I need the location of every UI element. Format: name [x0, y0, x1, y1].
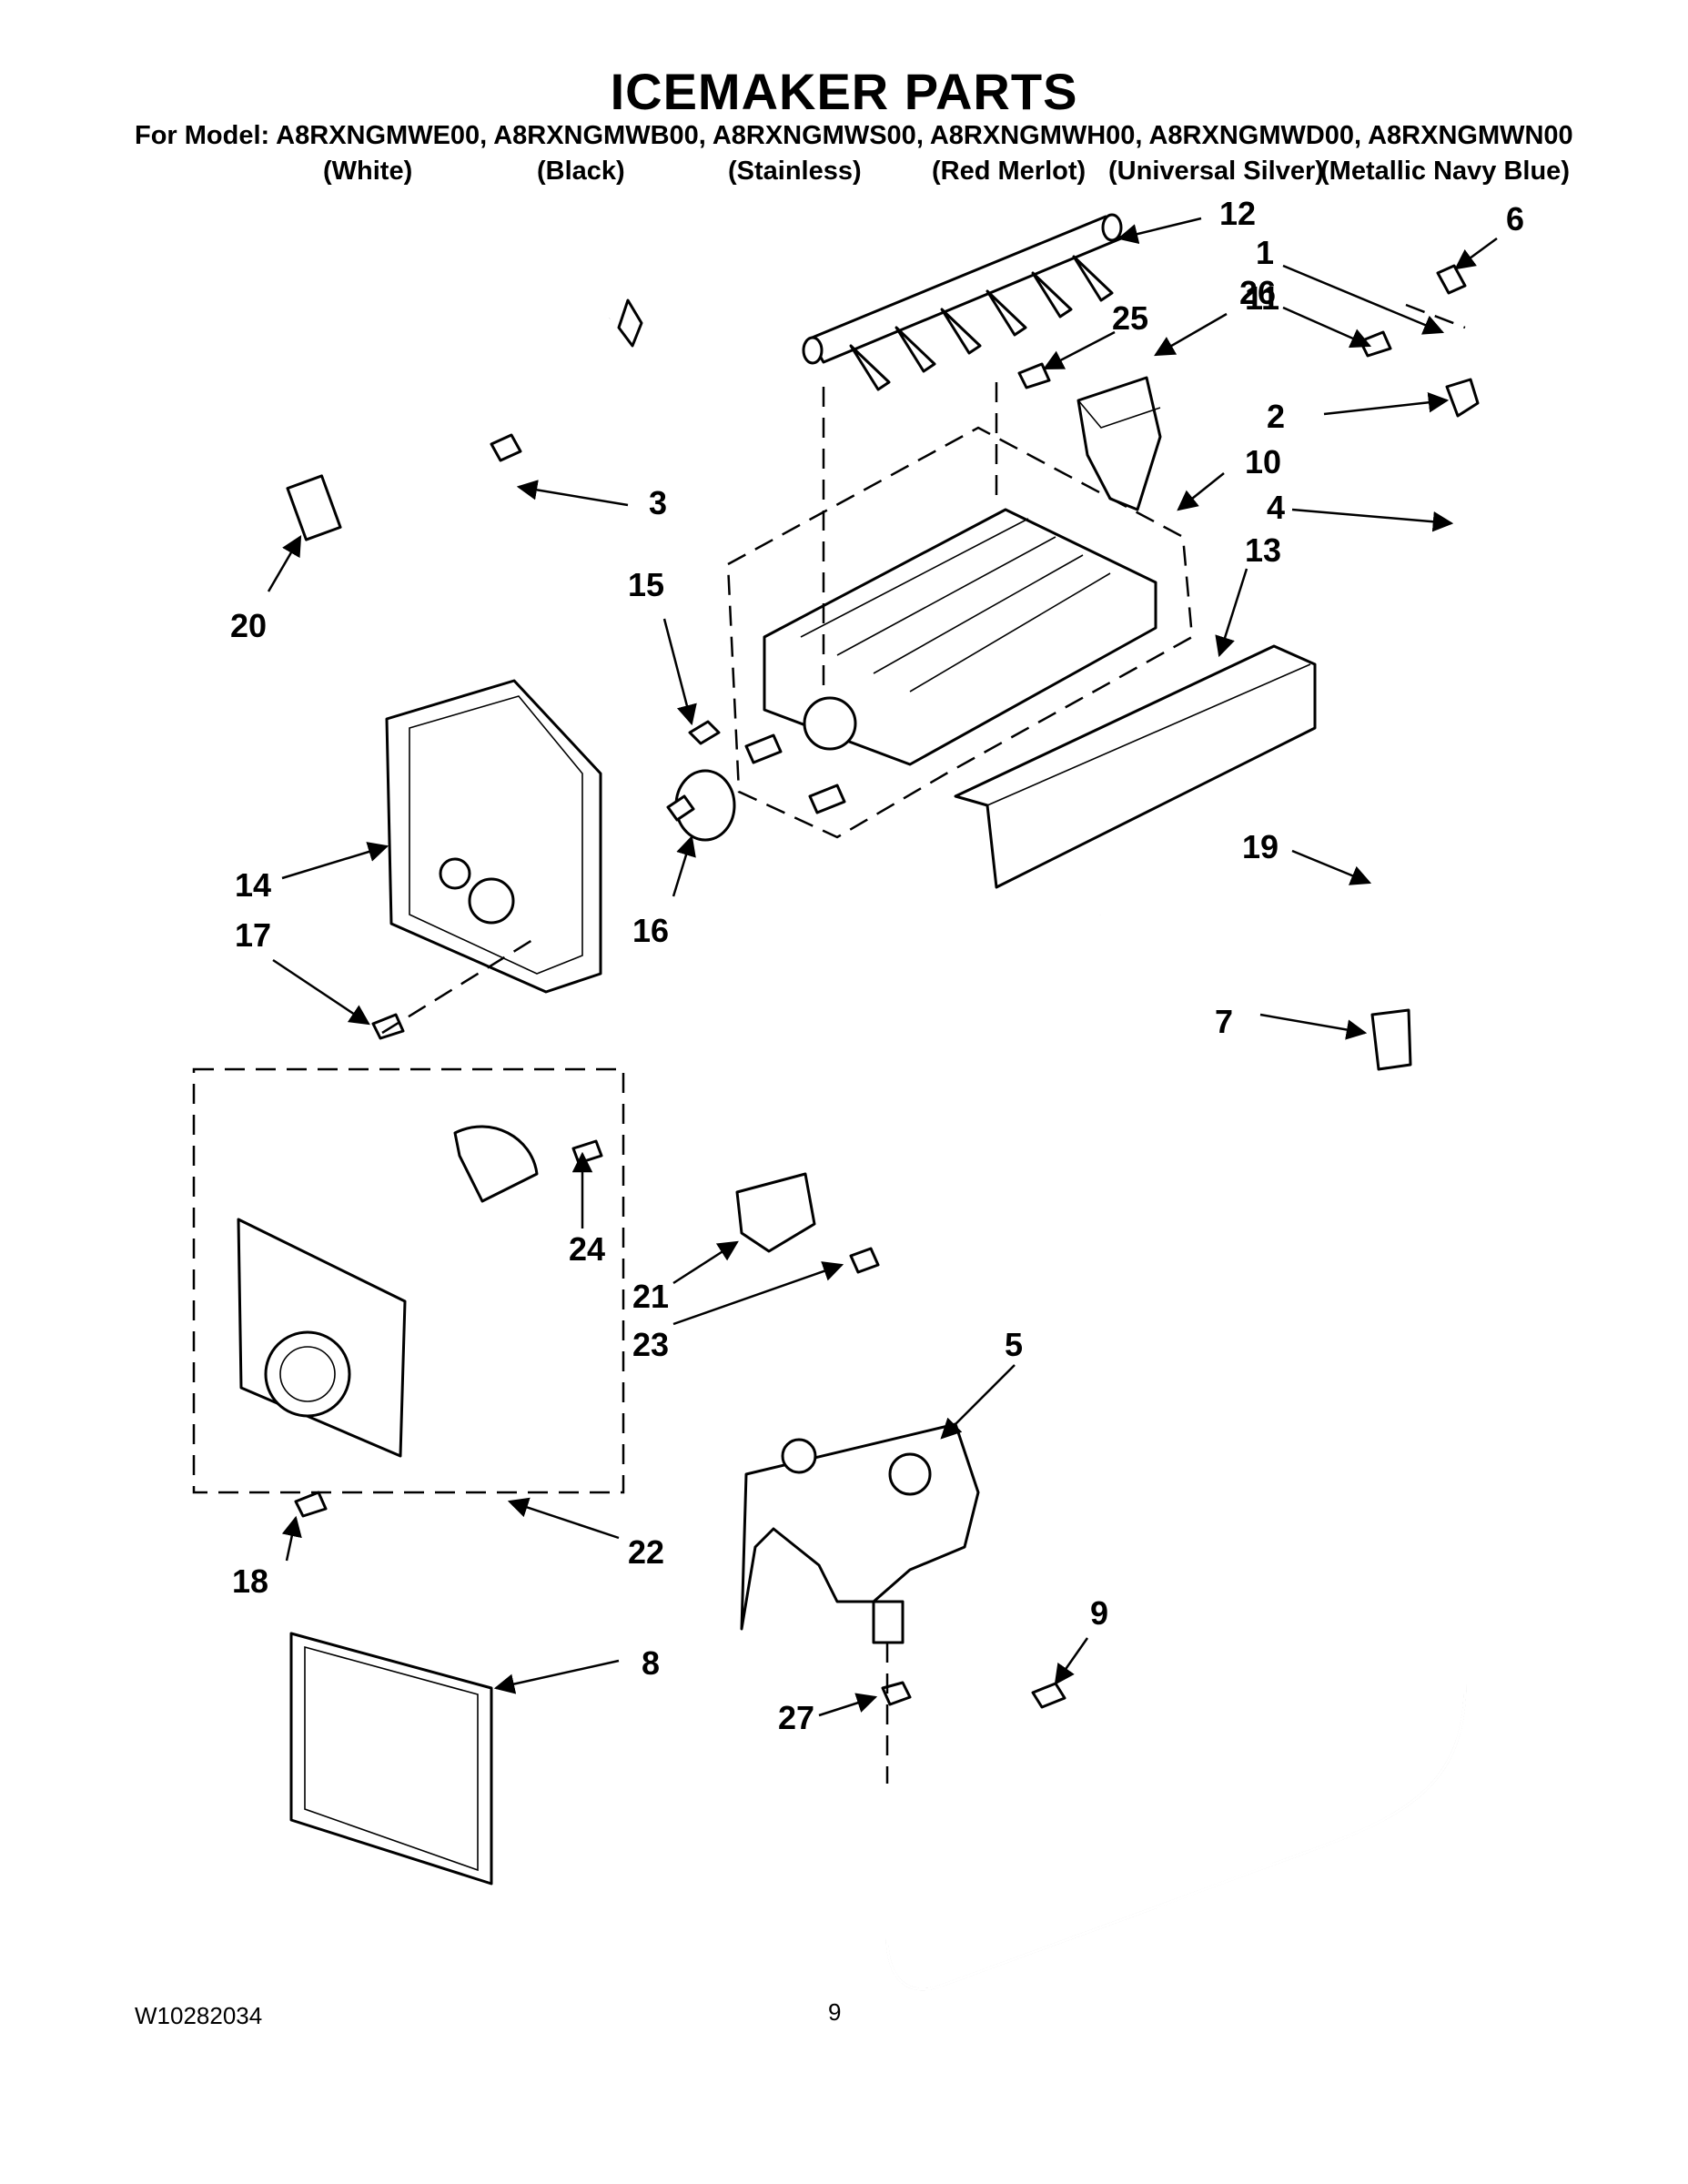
callout-14: 14 [235, 866, 271, 904]
leader-21 [672, 1240, 739, 1285]
leader-11 [1154, 312, 1228, 357]
variant-white: (White) [323, 157, 413, 186]
leader-3 [516, 480, 629, 507]
wire-harness-part [286, 298, 643, 541]
ice-mold-part [726, 426, 1194, 839]
callout-23: 23 [632, 1326, 669, 1363]
ejector-shaft-part [802, 213, 1123, 391]
assembly-line [1405, 303, 1466, 329]
callout-18: 18 [232, 1562, 268, 1600]
water-valve-part [740, 1422, 980, 1644]
callout-25: 25 [1112, 299, 1148, 337]
callout-26: 26 [1239, 274, 1276, 311]
page-number: 9 [828, 1998, 842, 2026]
leader-8 [493, 1659, 620, 1694]
model-list: For Model: A8RXNGMWE00, A8RXNGMWB00, A8R… [135, 121, 1573, 150]
leader-19 [1291, 849, 1372, 885]
callout-5: 5 [1005, 1326, 1023, 1363]
callout-8: 8 [642, 1644, 660, 1682]
callout-1: 1 [1256, 234, 1274, 271]
leader-16 [672, 834, 696, 897]
thermostat-part [666, 720, 736, 842]
leader-14 [281, 842, 389, 880]
page-title: ICEMAKER PARTS [610, 63, 1078, 120]
callout-11: 11 [1245, 279, 1279, 317]
callout-22: 22 [628, 1533, 664, 1571]
fill-cup-part [1076, 376, 1162, 511]
callout-3: 3 [649, 484, 667, 521]
callout-2: 2 [1267, 398, 1285, 435]
variant-metallic-navy-blue: (Metallic Navy Blue) [1320, 157, 1570, 186]
leader-9 [1054, 1637, 1089, 1685]
leader-20 [267, 535, 302, 592]
cover-part [289, 1632, 493, 1886]
leader-12 [1117, 217, 1202, 245]
leader-10 [1177, 472, 1225, 511]
leader-7 [1259, 1013, 1368, 1040]
bracket-and-screw-part [735, 1172, 880, 1274]
callout-6: 6 [1506, 200, 1524, 238]
callout-20: 20 [230, 607, 267, 644]
shut-off-arm-part [1099, 744, 1412, 1071]
callout-10: 10 [1245, 443, 1281, 480]
leader-26 [1282, 306, 1372, 349]
leader-17 [272, 958, 370, 1026]
leader-15 [662, 618, 697, 726]
document-number: W10282034 [135, 2002, 263, 2029]
callout-17: 17 [235, 916, 271, 954]
leader-18 [281, 1515, 302, 1562]
callout-9: 9 [1090, 1594, 1108, 1632]
control-housing-part [385, 679, 602, 994]
leader-23 [672, 1261, 844, 1326]
leader-25 [1043, 330, 1116, 370]
leader-4 [1291, 508, 1454, 532]
leader-6 [1454, 237, 1498, 270]
callout-4: 4 [1267, 489, 1285, 526]
leader-22 [507, 1497, 620, 1540]
callout-7: 7 [1215, 1003, 1233, 1040]
callout-24: 24 [569, 1230, 605, 1268]
leader-27 [818, 1693, 878, 1717]
leader-13 [1215, 568, 1248, 658]
variant-stainless: (Stainless) [728, 157, 862, 186]
motor-module-part [192, 1067, 625, 1494]
variant-black: (Black) [537, 157, 625, 186]
callout-21: 21 [632, 1278, 669, 1315]
ice-stripper-part [954, 644, 1317, 889]
callout-27: 27 [778, 1699, 814, 1736]
water-tube-part [885, 437, 1467, 1991]
leader-1 [1282, 264, 1445, 335]
leader-2 [1323, 392, 1450, 416]
callout-13: 13 [1245, 531, 1281, 569]
leader-5 [940, 1364, 1016, 1440]
variant-universal-silver: (Universal Silver) [1108, 157, 1324, 186]
callout-19: 19 [1242, 828, 1279, 865]
callout-15: 15 [628, 566, 664, 603]
variant-red-merlot: (Red Merlot) [932, 157, 1087, 186]
fasteners-part [294, 264, 1480, 1709]
callout-16: 16 [632, 912, 669, 949]
callout-12: 12 [1219, 195, 1256, 232]
